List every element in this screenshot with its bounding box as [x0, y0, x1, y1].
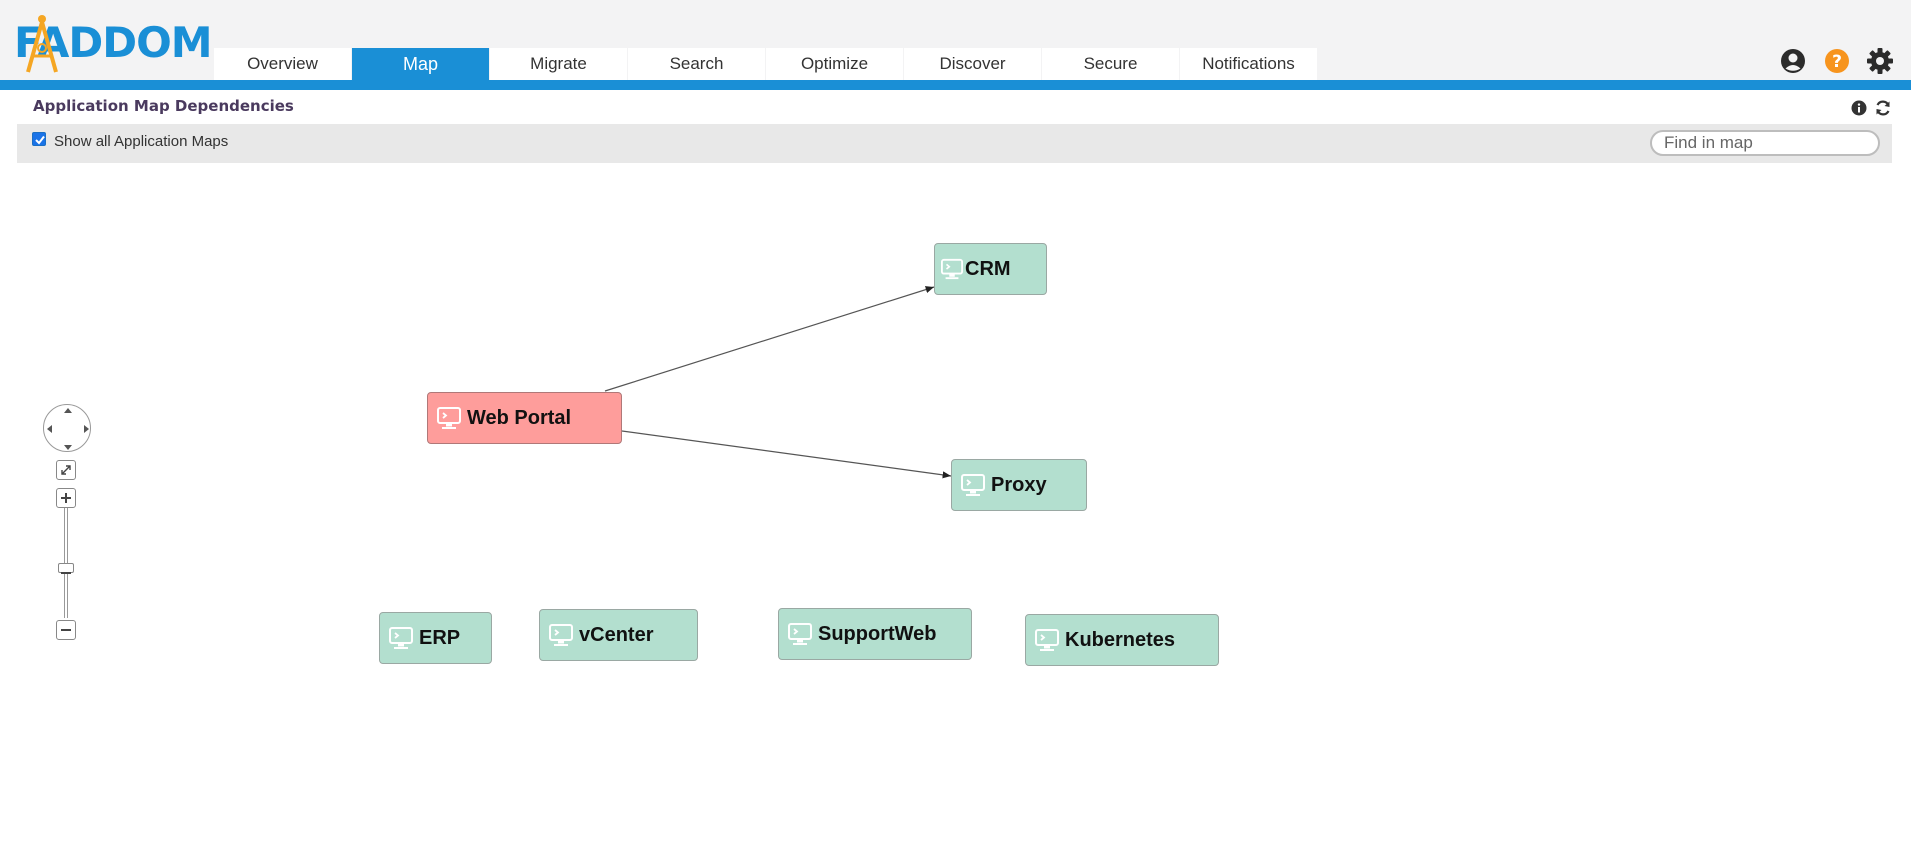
- find-in-map-input[interactable]: [1650, 130, 1880, 156]
- node-label: SupportWeb: [818, 622, 937, 645]
- pan-up-icon: [64, 408, 72, 413]
- faddom-logo[interactable]: FADDOM: [14, 12, 213, 80]
- fit-to-screen-button[interactable]: [56, 460, 76, 480]
- node-proxy[interactable]: Proxy: [951, 459, 1087, 511]
- node-erp[interactable]: ERP: [379, 612, 492, 664]
- main-nav: Overview Map Migrate Search Optimize Dis…: [214, 48, 1318, 80]
- node-label: Web Portal: [467, 406, 572, 429]
- tab-migrate[interactable]: Migrate: [490, 48, 627, 80]
- node-crm[interactable]: CRM: [934, 243, 1047, 295]
- tab-discover[interactable]: Discover: [904, 48, 1041, 80]
- minus-icon: [61, 629, 71, 631]
- nav-underline-bar: [0, 80, 1911, 90]
- server-icon: [1035, 629, 1059, 651]
- user-icon[interactable]: [1779, 47, 1807, 75]
- pan-right-icon: [84, 425, 89, 433]
- tab-map[interactable]: Map: [352, 48, 489, 80]
- edge-web-portal-to-proxy: [621, 430, 952, 479]
- node-label: vCenter: [579, 623, 654, 646]
- server-icon: [941, 258, 963, 280]
- refresh-icon[interactable]: [1874, 99, 1892, 117]
- settings-icon[interactable]: [1866, 47, 1894, 75]
- zoom-in-button[interactable]: [56, 488, 76, 508]
- show-all-checkbox[interactable]: [32, 132, 46, 146]
- dependency-edges: [604, 286, 952, 479]
- pan-left-icon: [47, 425, 52, 433]
- zoom-slider-thumb[interactable]: [58, 563, 74, 574]
- server-icon: [437, 407, 461, 429]
- node-label: ERP: [419, 626, 461, 649]
- node-label: Kubernetes: [1065, 628, 1176, 651]
- tab-search[interactable]: Search: [628, 48, 765, 80]
- help-icon[interactable]: ?: [1823, 47, 1851, 75]
- server-icon: [389, 627, 413, 649]
- tab-optimize[interactable]: Optimize: [766, 48, 903, 80]
- page-title: Application Map Dependencies: [33, 97, 294, 115]
- info-icon[interactable]: [1851, 100, 1867, 116]
- server-icon: [549, 624, 573, 646]
- node-web-portal[interactable]: Web Portal: [427, 392, 622, 444]
- tab-secure[interactable]: Secure: [1042, 48, 1179, 80]
- node-vcenter[interactable]: vCenter: [539, 609, 698, 661]
- map-canvas[interactable]: Web Portal CRM Proxy ERP vCenter Support…: [0, 163, 1911, 842]
- node-label: Proxy: [991, 473, 1047, 496]
- svg-text:?: ?: [1832, 52, 1842, 72]
- show-all-label: Show all Application Maps: [54, 133, 229, 150]
- zoom-out-button[interactable]: [56, 620, 76, 640]
- expand-icon: [61, 465, 71, 475]
- edge-web-portal-to-crm: [604, 286, 935, 392]
- tab-overview[interactable]: Overview: [214, 48, 351, 80]
- server-icon: [961, 474, 985, 496]
- node-supportweb[interactable]: SupportWeb: [778, 608, 972, 660]
- pan-control[interactable]: [43, 404, 91, 452]
- tab-notifications[interactable]: Notifications: [1180, 48, 1317, 80]
- map-toolbar: Show all Application Maps: [17, 124, 1892, 163]
- pan-down-icon: [64, 445, 72, 450]
- plus-icon: [61, 493, 71, 503]
- node-label: CRM: [965, 257, 1011, 280]
- logo-sextant-icon: [26, 15, 58, 73]
- node-kubernetes[interactable]: Kubernetes: [1025, 614, 1219, 666]
- server-icon: [788, 623, 812, 645]
